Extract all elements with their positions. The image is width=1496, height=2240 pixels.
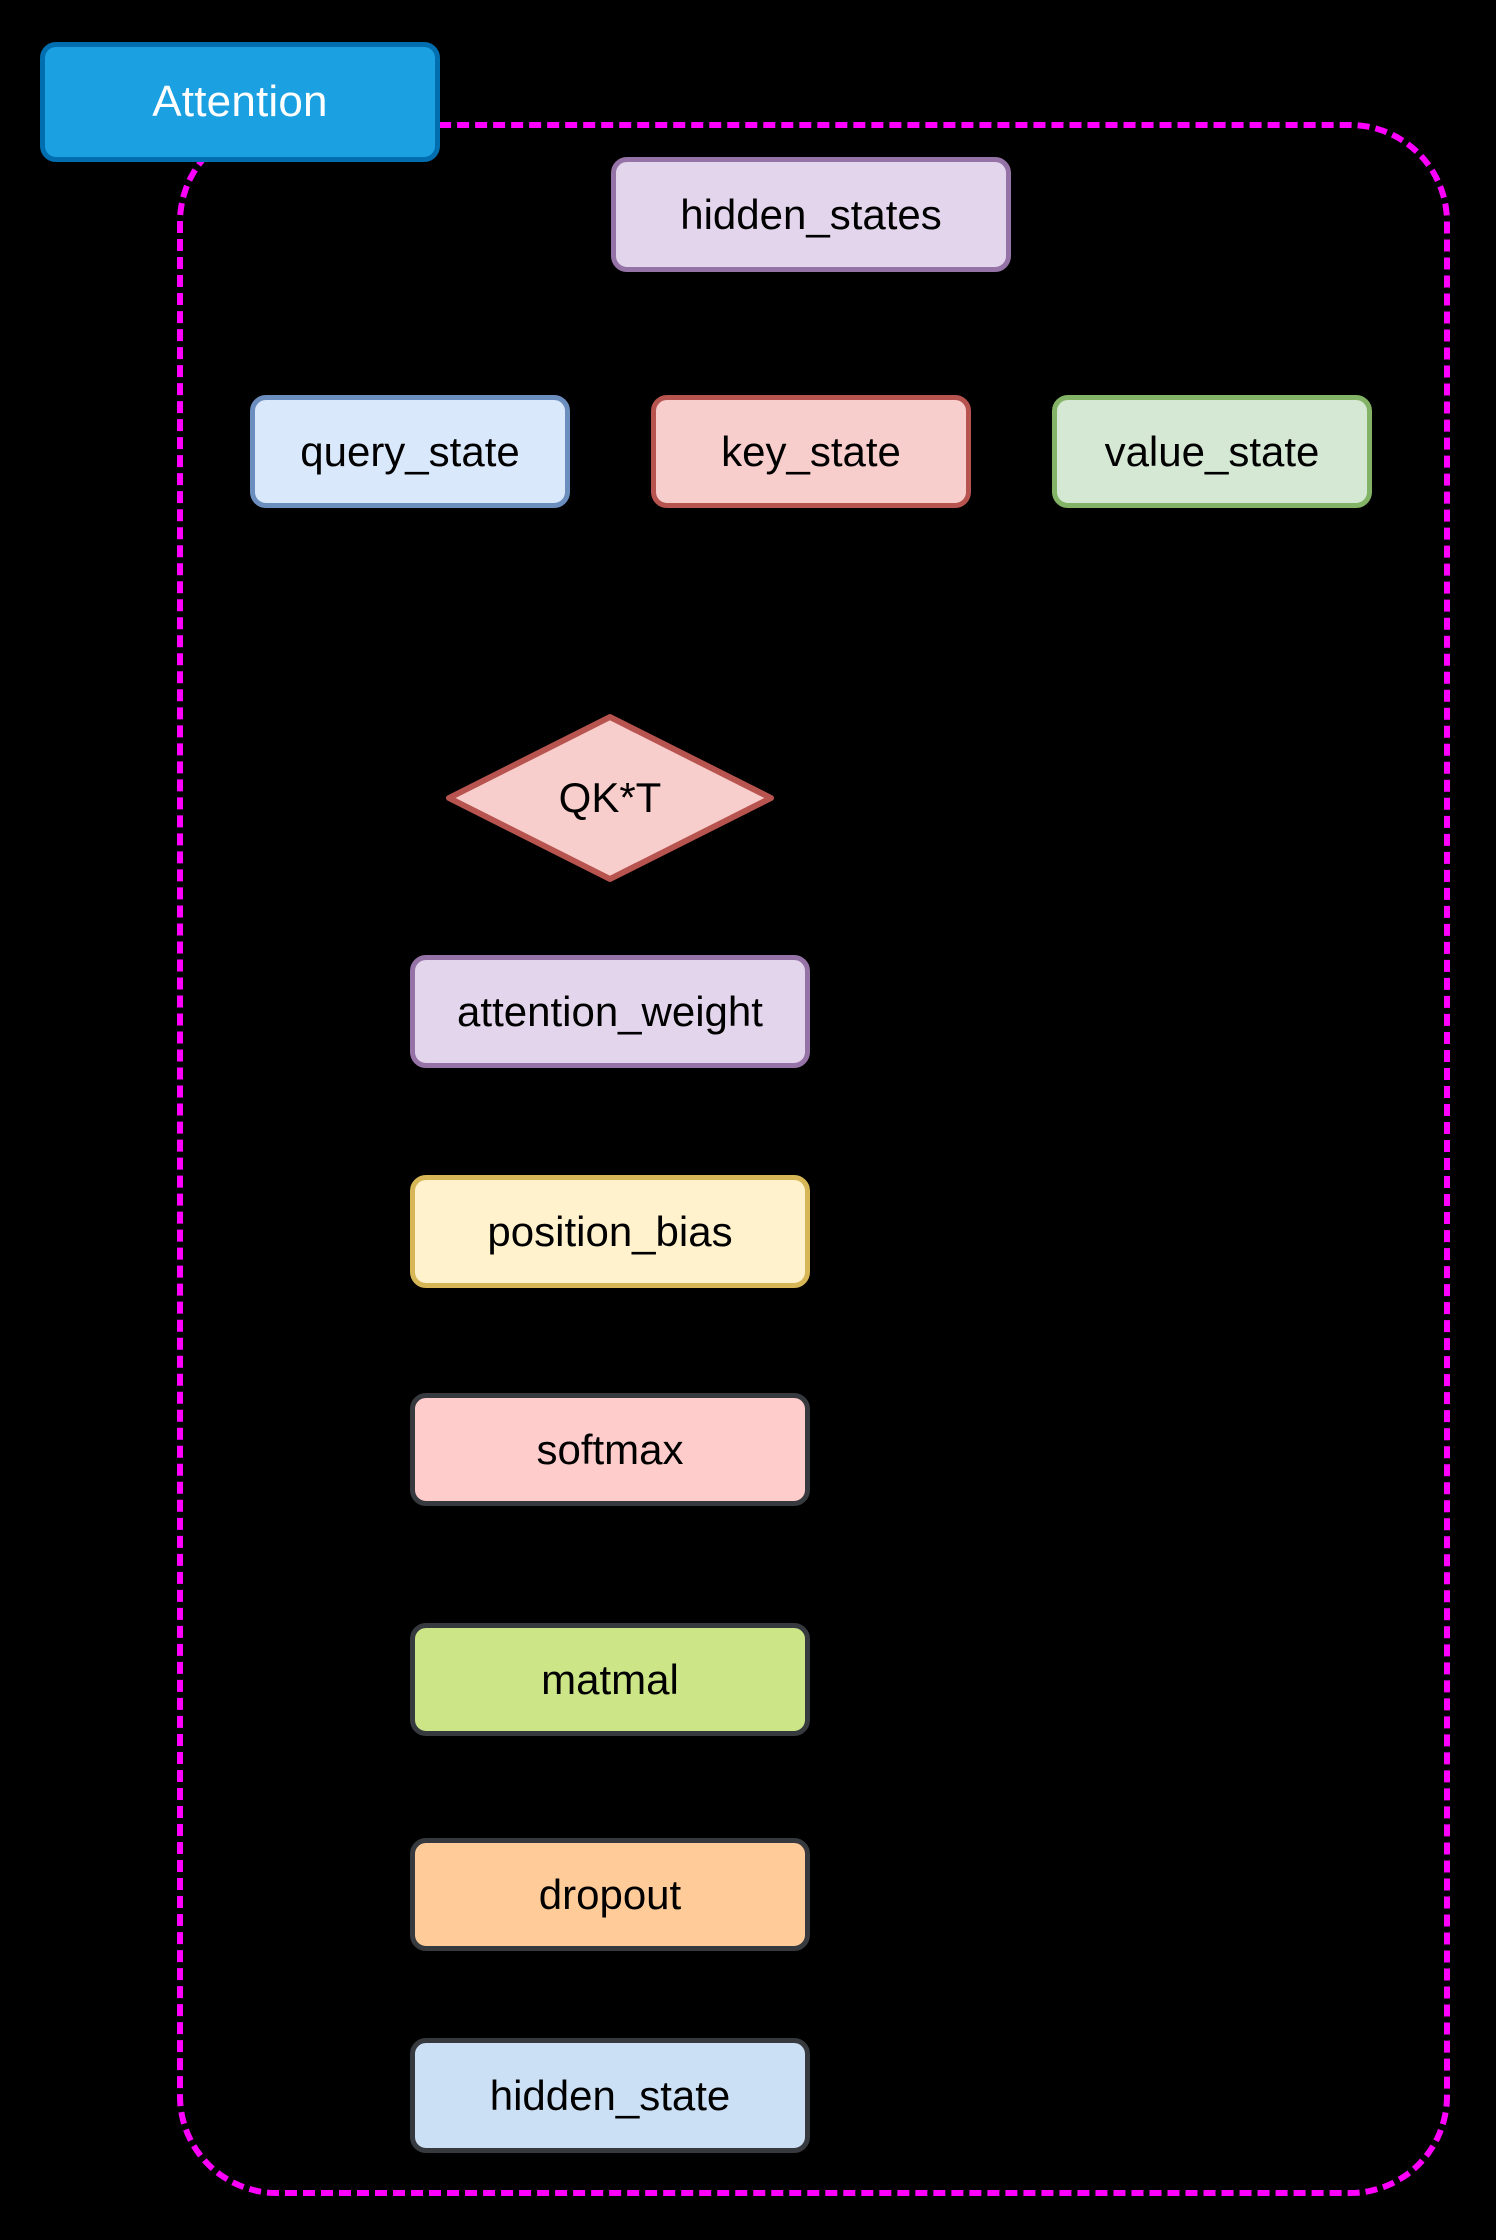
node-attention-weight[interactable]: attention_weight — [410, 955, 810, 1068]
node-key-state[interactable]: key_state — [651, 395, 971, 508]
subgraph-title-attention[interactable]: Attention — [40, 42, 440, 162]
node-label: key_state — [721, 427, 901, 475]
node-label: dropout — [538, 1870, 682, 1918]
node-label: hidden_state — [489, 2071, 731, 2119]
node-label: attention_weight — [457, 987, 763, 1035]
node-position-bias[interactable]: position_bias — [410, 1175, 810, 1288]
diamond-shape — [446, 714, 774, 882]
node-matmal[interactable]: matmal — [410, 1623, 810, 1736]
node-label: QK*T — [558, 774, 662, 821]
node-label: query_state — [300, 427, 520, 475]
node-label: position_bias — [487, 1207, 733, 1255]
node-label: hidden_states — [680, 190, 942, 238]
node-softmax[interactable]: softmax — [410, 1393, 810, 1506]
subgraph-title-label: Attention — [152, 77, 328, 126]
node-label: softmax — [536, 1425, 684, 1473]
node-label: matmal — [541, 1655, 679, 1703]
node-value-state[interactable]: value_state — [1052, 395, 1372, 508]
node-hidden-state[interactable]: hidden_state — [410, 2038, 810, 2153]
node-query-state[interactable]: query_state — [250, 395, 570, 508]
node-qkt-diamond[interactable]: QK*T — [445, 713, 775, 883]
node-dropout[interactable]: dropout — [410, 1838, 810, 1951]
node-hidden-states[interactable]: hidden_states — [611, 157, 1011, 272]
node-label: value_state — [1104, 427, 1320, 475]
